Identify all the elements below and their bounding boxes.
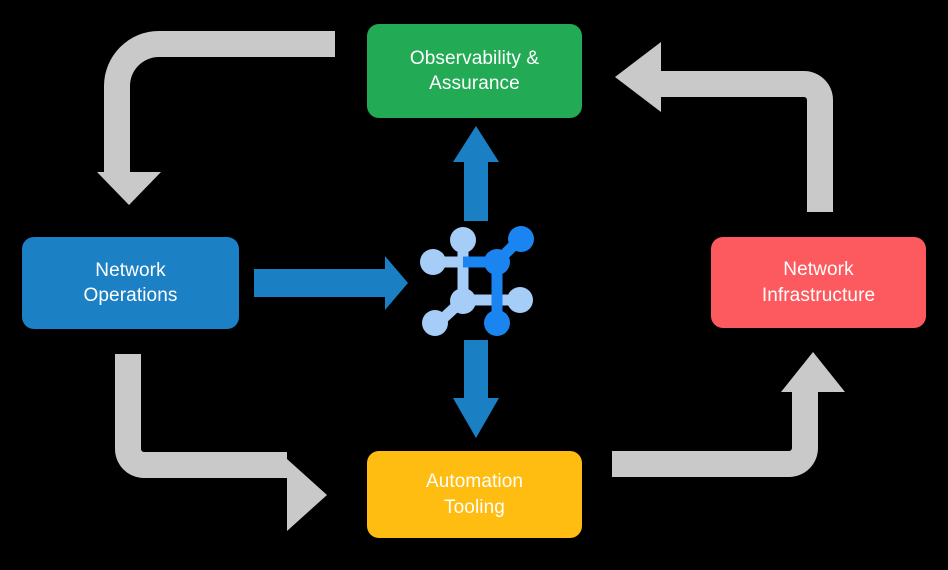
topology-node-dark: [484, 310, 510, 336]
topology-node-light: [422, 310, 448, 336]
node-automation-tooling[interactable]: Automation Tooling: [367, 451, 582, 538]
node-observability-assurance[interactable]: Observability & Assurance: [367, 24, 582, 118]
network-topology-icon: [420, 226, 534, 336]
arrow-operations-to-automation: [115, 354, 327, 531]
arrow-center-to-automation: [453, 340, 499, 438]
topology-node-dark: [484, 249, 510, 275]
topology-node-light: [450, 288, 476, 314]
topology-node-light: [507, 287, 533, 313]
arrow-infrastructure-to-observability: [615, 42, 833, 212]
node-label-operations: Network Operations: [83, 259, 178, 306]
node-label-observability: Observability & Assurance: [409, 47, 540, 94]
arrow-operations-to-center: [254, 256, 408, 310]
node-label-automation: Automation Tooling: [425, 471, 524, 518]
arrow-automation-to-infrastructure: [612, 352, 845, 477]
topology-node-light: [450, 227, 476, 253]
node-label-infrastructure: Network Infrastructure: [761, 259, 876, 306]
node-network-operations[interactable]: Network Operations: [22, 237, 239, 329]
node-network-infrastructure[interactable]: Network Infrastructure: [711, 237, 926, 328]
topology-node-dark: [508, 226, 534, 252]
arrow-center-to-observability: [453, 126, 499, 221]
arrow-observability-to-operations: [97, 31, 335, 205]
topology-node-light: [420, 249, 446, 275]
